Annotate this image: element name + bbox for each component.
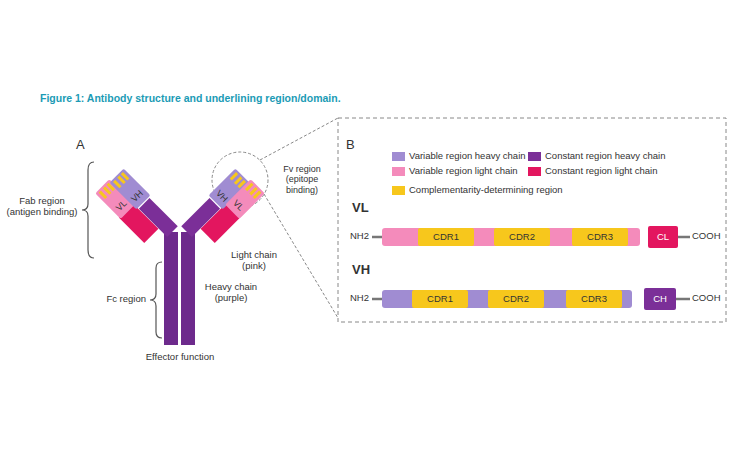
fab-bracket xyxy=(82,162,94,258)
cdr-segment: CDR3 xyxy=(566,290,622,308)
legend-text: Complementarity-determining region xyxy=(409,185,563,196)
antibody-body xyxy=(119,198,240,345)
cdr-segment: CDR3 xyxy=(572,228,628,246)
legend-swatch xyxy=(528,152,541,161)
terminus-label: NH2 xyxy=(350,231,369,242)
segment-label: CH xyxy=(653,294,667,304)
legend-text: Constant region light chain xyxy=(545,166,658,177)
region-label: Fab region (antigen binding) xyxy=(4,196,80,218)
chain-heading: VL xyxy=(352,200,369,215)
legend-swatch xyxy=(528,167,541,176)
terminus-line xyxy=(678,236,690,239)
segment-label: CDR3 xyxy=(587,232,613,242)
legend-text: Constant region heavy chain xyxy=(545,151,665,162)
cdr-segment: CDR2 xyxy=(494,228,550,246)
heavy-chain-bar: VH CDR1 CDR2 CDR3 CH xyxy=(348,262,680,312)
terminus-line xyxy=(372,298,382,301)
legend-swatch xyxy=(392,152,405,161)
legend-swatch xyxy=(392,167,405,176)
figure-title: Figure 1: Antibody structure and underli… xyxy=(40,92,341,104)
legend-text: Variable region heavy chain xyxy=(409,151,526,162)
region-label: Fc region xyxy=(88,294,146,305)
terminus-line xyxy=(676,298,690,301)
terminus-label: NH2 xyxy=(350,293,369,304)
terminus-line xyxy=(372,236,382,239)
domain-label: VH xyxy=(127,186,148,207)
chain-label: Heavy chain (purple) xyxy=(200,282,262,304)
terminus-label: COOH xyxy=(692,293,721,304)
region-label: Fv region (epitope binding) xyxy=(270,164,334,195)
light-chain-bar: VL CDR1 CDR2 CDR3 CL xyxy=(348,200,680,250)
fc-bracket xyxy=(150,262,162,338)
constant-segment: CL xyxy=(648,226,678,248)
constant-segment: CH xyxy=(644,288,676,310)
domain-label: VL xyxy=(228,196,249,217)
zoom-panel xyxy=(338,118,726,322)
segment-label: CDR1 xyxy=(427,294,453,304)
segment-label: CL xyxy=(657,232,669,242)
chain-label: Light chain (pink) xyxy=(224,250,284,272)
legend-text: Variable region light chain xyxy=(409,166,518,177)
cdr-segment: CDR1 xyxy=(412,290,468,308)
segment-label: CDR1 xyxy=(433,232,459,242)
cdr-segment: CDR1 xyxy=(418,228,474,246)
legend-swatch xyxy=(392,186,405,195)
heavy-chain-stem xyxy=(181,232,195,345)
panel-letter: B xyxy=(346,138,355,153)
segment-label: CDR2 xyxy=(509,232,535,242)
zoom-line xyxy=(260,118,338,160)
panel-letter: A xyxy=(76,138,85,153)
heavy-chain-stem xyxy=(164,232,178,345)
segment-label: CDR3 xyxy=(581,294,607,304)
chain-heading: VH xyxy=(352,262,370,277)
function-label: Effector function xyxy=(130,352,230,363)
segment-label: CDR2 xyxy=(503,294,529,304)
cdr-segment: CDR2 xyxy=(488,290,544,308)
terminus-label: COOH xyxy=(692,231,721,242)
